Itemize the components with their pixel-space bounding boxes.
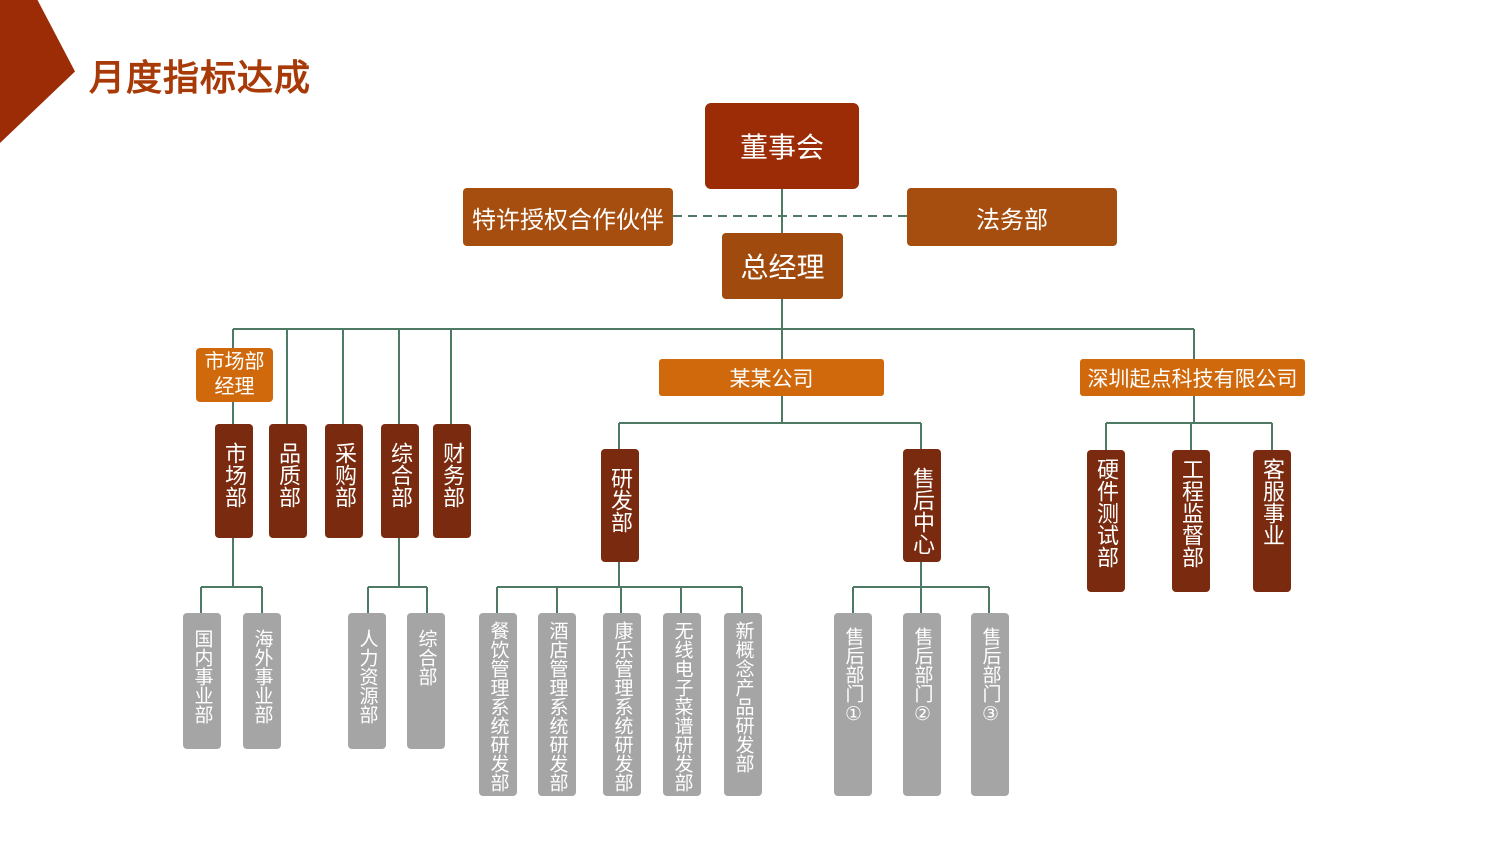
partner-node: 特许授权合作伙伴 [463, 188, 673, 246]
sub-overseas-label: 海外事业部 [251, 629, 273, 724]
dept-rd: 研发部 [601, 449, 639, 562]
dept-general-label: 综合部 [388, 442, 413, 508]
sub-domestic-label: 国内事业部 [191, 629, 213, 724]
sub-catering-rd: 餐饮管理系统研发部 [479, 613, 517, 796]
sub-new-concept-rd-label: 新概念产品研发部 [732, 621, 754, 773]
sub-hotel-rd-label: 酒店管理系统研发部 [546, 621, 568, 792]
dept-purchasing-label: 采购部 [332, 442, 357, 508]
sub-catering-rd-label: 餐饮管理系统研发部 [487, 621, 509, 792]
dept-market: 市场部 [215, 424, 253, 538]
sub-general: 综合部 [407, 613, 445, 749]
sub-service-3-label: 售后部门③ [979, 627, 1001, 725]
company-b-label: 深圳起点科技有限公司 [1087, 367, 1298, 391]
sub-service-2: 售后部门② [903, 613, 941, 796]
page-title: 月度指标达成 [89, 57, 312, 98]
sub-hr-label: 人力资源部 [356, 629, 378, 724]
sub-general-label: 综合部 [415, 629, 437, 686]
dept-finance-label: 财务部 [440, 442, 465, 508]
board-node: 董事会 [705, 103, 859, 189]
sub-service-3: 售后部门③ [971, 613, 1009, 796]
dept-quality-label: 品质部 [276, 442, 301, 508]
partner-label: 特许授权合作伙伴 [472, 206, 664, 234]
dept-engineering-supervision-label: 工程监督部 [1179, 458, 1204, 568]
sub-service-2-label: 售后部门② [911, 627, 933, 725]
dept-quality: 品质部 [269, 424, 307, 538]
dept-hardware-test: 硬件测试部 [1087, 450, 1125, 592]
dept-rd-label: 研发部 [608, 467, 633, 533]
legal-label: 法务部 [976, 206, 1048, 234]
dept-general: 综合部 [381, 424, 419, 538]
sub-recreation-rd-label: 康乐管理系统研发部 [611, 621, 633, 792]
sub-emenu-rd-label: 无线电子菜谱研发部 [671, 621, 693, 792]
dept-customer-service-label: 客服事业 [1260, 458, 1285, 546]
sub-emenu-rd: 无线电子菜谱研发部 [663, 613, 701, 796]
company-a-label: 某某公司 [729, 367, 814, 391]
dept-market-label: 市场部 [222, 442, 247, 508]
sub-service-1-label: 售后部门① [842, 627, 864, 725]
market-manager-label: 市场部 经理 [204, 351, 265, 398]
sub-recreation-rd: 康乐管理系统研发部 [603, 613, 641, 796]
sub-overseas: 海外事业部 [243, 613, 281, 749]
dept-purchasing: 采购部 [325, 424, 363, 538]
sub-new-concept-rd: 新概念产品研发部 [724, 613, 762, 796]
company-b-node: 深圳起点科技有限公司 [1080, 359, 1305, 396]
legal-node: 法务部 [907, 188, 1117, 246]
gm-node: 总经理 [722, 233, 843, 299]
dept-finance: 财务部 [433, 424, 471, 538]
dept-service-center-label: 售后中心 [910, 467, 935, 555]
dept-customer-service: 客服事业 [1253, 450, 1291, 592]
company-a-node: 某某公司 [659, 359, 884, 396]
sub-hr: 人力资源部 [348, 613, 386, 749]
sub-hotel-rd: 酒店管理系统研发部 [538, 613, 576, 796]
dept-service-center: 售后中心 [903, 449, 941, 562]
sub-domestic: 国内事业部 [183, 613, 221, 749]
market-manager-node: 市场部 经理 [196, 348, 273, 402]
board-label: 董事会 [739, 132, 824, 163]
dept-engineering-supervision: 工程监督部 [1172, 450, 1210, 592]
sub-service-1: 售后部门① [834, 613, 872, 796]
dept-hardware-test-label: 硬件测试部 [1094, 458, 1119, 568]
gm-label: 总经理 [740, 252, 825, 283]
